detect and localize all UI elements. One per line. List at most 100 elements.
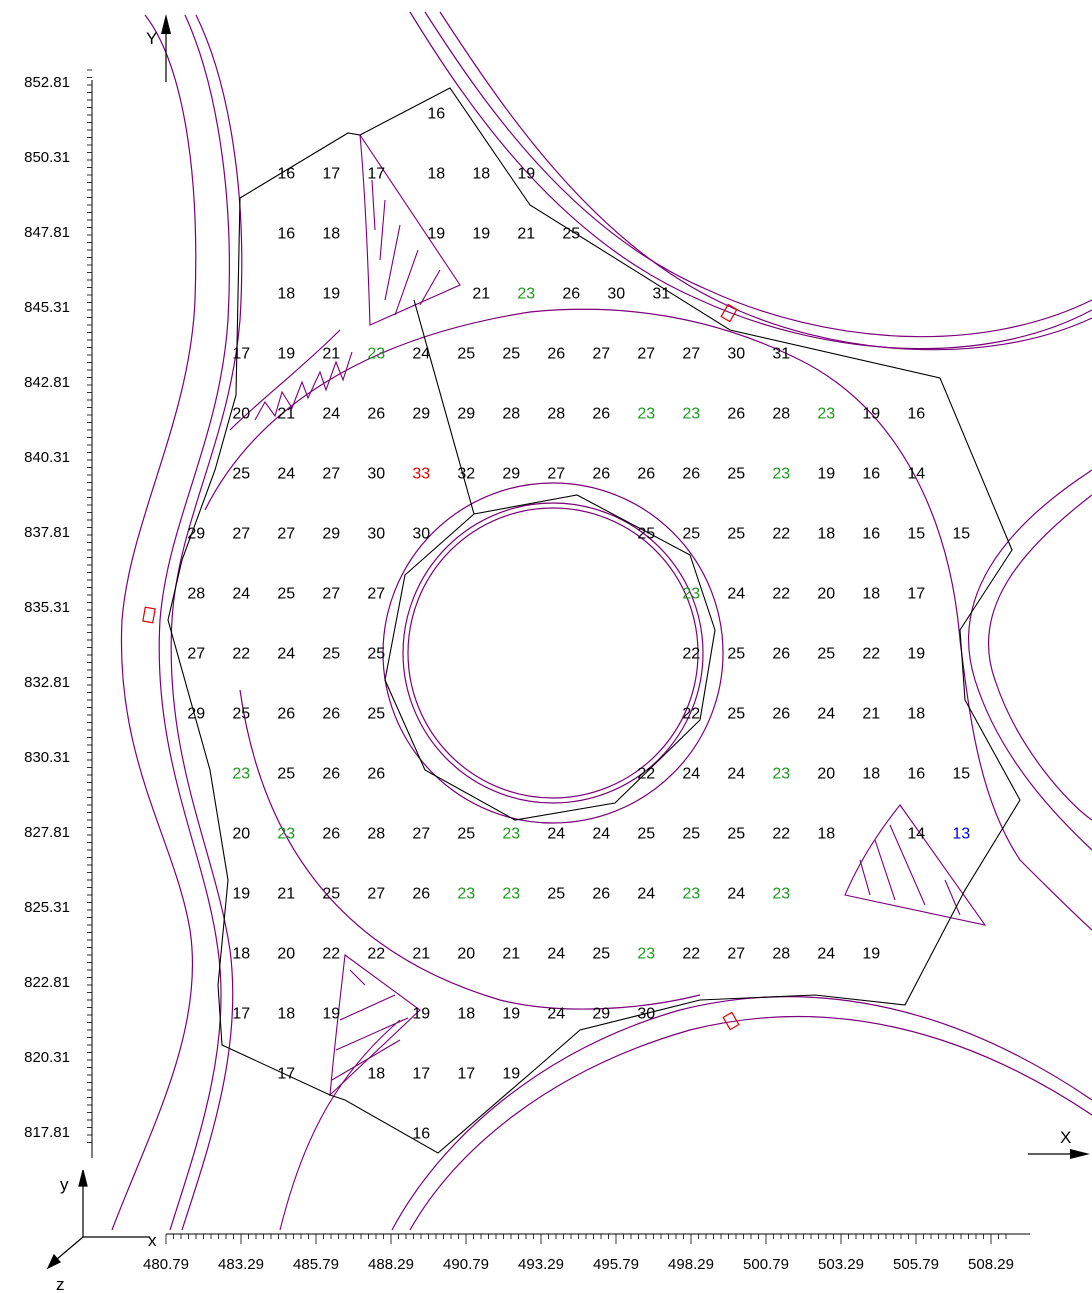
grid-value-label: 33 — [412, 465, 430, 482]
grid-value-label: 27 — [412, 825, 430, 842]
y-tick-label: 820.31 — [24, 1049, 70, 1066]
grid-value-label: 25 — [232, 705, 250, 722]
grid-value-label: 21 — [517, 225, 535, 242]
grid-value-label: 24 — [277, 465, 295, 482]
grid-value-label: 24 — [412, 345, 430, 362]
north-roundabout-inner — [424, 11, 1092, 338]
grid-value-label: 25 — [277, 765, 295, 782]
grid-value-label: 25 — [727, 465, 745, 482]
grid-value-label: 18 — [817, 525, 835, 542]
grid-value-label: 19 — [862, 945, 880, 962]
grid-value-label: 24 — [547, 825, 565, 842]
grid-value-label: 26 — [562, 285, 580, 302]
grid-value-label: 22 — [367, 945, 385, 962]
grid-value-label: 25 — [502, 345, 520, 362]
grid-value-label: 23 — [232, 765, 250, 782]
central-island-ring-path — [204, 308, 1092, 931]
y-tick-label: 832.81 — [24, 674, 70, 691]
north-west-chevrons — [254, 351, 353, 421]
grid-value-label: 23 — [772, 885, 790, 902]
grid-value-label: 32 — [457, 465, 475, 482]
north-arc-second-line — [439, 11, 1092, 351]
grid-value-label: 23 — [682, 885, 700, 902]
grid-value-label: 23 — [502, 825, 520, 842]
grid-value-label: 25 — [367, 705, 385, 722]
x-tick-label: 480.79 — [143, 1256, 189, 1273]
grid-value-label: 25 — [727, 825, 745, 842]
gizmo-z-label: z — [56, 1275, 65, 1293]
grid-value-label: 26 — [592, 405, 610, 422]
grid-value-label: 25 — [232, 465, 250, 482]
grid-value-label: 18 — [277, 1005, 295, 1022]
y-tick-label: 852.81 — [24, 74, 70, 91]
grid-value-label: 26 — [322, 825, 340, 842]
north-west-island-hatch — [371, 179, 441, 316]
grid-value-label: 14 — [907, 465, 925, 482]
grid-value-label: 17 — [322, 165, 340, 182]
grid-value-label: 19 — [322, 1005, 340, 1022]
grid-value-label: 30 — [727, 345, 745, 362]
grid-value-label: 15 — [952, 525, 970, 542]
grid-value-label: 22 — [772, 525, 790, 542]
grid-value-label: 24 — [592, 825, 610, 842]
grid-value-label: 25 — [562, 225, 580, 242]
grid-value-label: 24 — [232, 585, 250, 602]
grid-value-label: 23 — [772, 765, 790, 782]
y-direction-title: Y — [146, 29, 157, 48]
grid-value-label: 20 — [232, 405, 250, 422]
grid-value-label: 30 — [637, 1005, 655, 1022]
grid-value-label: 23 — [682, 405, 700, 422]
x-tick-label: 493.29 — [518, 1256, 564, 1273]
west-road-centre-line — [170, 14, 243, 1231]
grid-value-label: 16 — [907, 765, 925, 782]
grid-value-label: 22 — [232, 645, 250, 662]
grid-value-label: 24 — [727, 885, 745, 902]
grid-value-label: 27 — [592, 345, 610, 362]
south-west-island-hatch — [279, 969, 409, 1231]
grid-value-label: 25 — [457, 345, 475, 362]
grid-value-label: 24 — [682, 765, 700, 782]
grid-value-label: 16 — [412, 1125, 430, 1142]
grid-value-label: 27 — [547, 465, 565, 482]
grid-value-label: 14 — [907, 825, 925, 842]
grid-value-label: 21 — [412, 945, 430, 962]
grid-value-label: 16 — [427, 105, 445, 122]
grid-value-label: 19 — [232, 885, 250, 902]
marker-south — [722, 1011, 740, 1031]
south-east-island-hatch — [859, 824, 961, 916]
grid-value-label: 26 — [592, 465, 610, 482]
grid-value-label: 19 — [427, 225, 445, 242]
x-tick-label: 495.79 — [593, 1256, 639, 1273]
grid-value-label: 26 — [412, 885, 430, 902]
marker-north — [720, 303, 738, 323]
grid-value-label: 20 — [232, 825, 250, 842]
markers — [142, 303, 740, 1031]
grid-value-label: 21 — [472, 285, 490, 302]
central-island-inner-circle — [402, 502, 704, 804]
grid-value-label: 29 — [457, 405, 475, 422]
grid-value-label: 29 — [187, 525, 205, 542]
zone-outer-boundary — [167, 87, 1021, 1154]
grid-value-label: 27 — [367, 585, 385, 602]
y-tick-label: 835.31 — [24, 599, 70, 616]
grid-value-label: 24 — [637, 885, 655, 902]
grid-value-label: 24 — [727, 765, 745, 782]
x-tick-label: 503.29 — [818, 1256, 864, 1273]
grid-value-label: 19 — [277, 345, 295, 362]
grid-value-label: 18 — [817, 825, 835, 842]
grid-value-label: 24 — [277, 645, 295, 662]
y-tick-label: 850.31 — [24, 149, 70, 166]
grid-value-label: 18 — [472, 165, 490, 182]
y-axis-ticks: 852.81850.31847.81845.31842.81840.31837.… — [24, 69, 92, 1143]
grid-value-label: 25 — [817, 645, 835, 662]
grid-value-label: 17 — [457, 1065, 475, 1082]
grid-value-label: 24 — [727, 585, 745, 602]
grid-value-label: 16 — [907, 405, 925, 422]
grid-value-label: 25 — [457, 825, 475, 842]
grid-value-label: 26 — [727, 405, 745, 422]
grid-value-label: 26 — [367, 765, 385, 782]
grid-value-label: 17 — [232, 345, 250, 362]
grid-value-label: 21 — [322, 345, 340, 362]
grid-value-label: 28 — [367, 825, 385, 842]
